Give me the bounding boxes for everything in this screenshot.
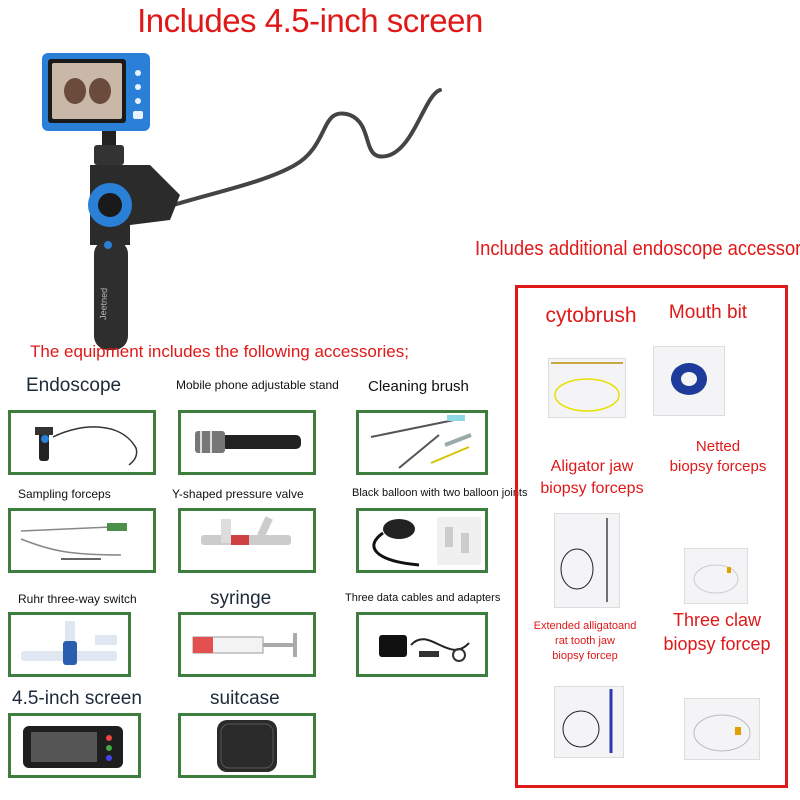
label-netted-line1: Netted [695,438,741,455]
label-black-balloon: Black balloon with two balloon joints [352,487,528,499]
syringe-photo [178,612,316,677]
netted-forceps-photo [684,548,748,604]
additional-accessories-heading: Includes additional endoscope accessorie… [475,238,800,260]
headline: Includes 4.5-inch screen [137,2,483,39]
label-alligator-line1: Aligator jaw [550,458,634,475]
alligator-forceps-photo [554,513,620,608]
label-extended-line3: biopsy forcep [552,650,618,662]
label-syringe: syringe [210,588,272,609]
label-suitcase: suitcase [210,688,280,709]
label-alligator-line2: biopsy forceps [540,480,644,497]
label-sampling-forceps: Sampling forceps [18,487,111,501]
label-cleaning-brush: Cleaning brush [368,378,469,395]
cleaning-brush-photo [356,410,488,475]
mouth-bit-photo [653,346,725,416]
label-endoscope: Endoscope [26,375,122,396]
label-extended-line2: rat tooth jaw [555,635,615,647]
label-y-valve: Y-shaped pressure valve [172,487,304,501]
label-three-way-switch: Ruhr three-way switch [18,592,137,606]
brand-mark: Jeetned [98,288,109,320]
hero-endoscope-image: Jeetned [30,45,460,355]
three-claw-forceps-photo [684,698,760,760]
data-cables-photo [356,612,488,677]
label-screen: 4.5-inch screen [12,688,142,709]
label-three-claw-line1: Three claw [672,610,762,630]
label-extended-line1: Extended alligatoand [533,620,637,632]
y-valve-photo [178,508,316,573]
equipment-heading: The equipment includes the following acc… [30,342,409,361]
phone-stand-photo [178,410,316,475]
label-cytobrush: cytobrush [545,304,637,327]
endoscope-photo [8,410,156,475]
extended-forceps-photo [554,686,624,758]
three-way-switch-photo [8,612,131,677]
label-three-claw-line2: biopsy forcep [663,634,771,654]
label-mouth-bit: Mouth bit [668,302,748,323]
black-balloon-photo [356,508,488,573]
cytobrush-photo [548,358,626,418]
suitcase-photo [178,713,316,778]
additional-accessories-panel: cytobrush Mouth bit Netted biopsy forcep… [515,285,788,788]
label-netted-line2: biopsy forceps [669,458,767,475]
sampling-forceps-photo [8,508,156,573]
label-data-cables: Three data cables and adapters [345,592,501,604]
label-phone-stand: Mobile phone adjustable stand [176,378,339,392]
screen-photo [8,713,141,778]
